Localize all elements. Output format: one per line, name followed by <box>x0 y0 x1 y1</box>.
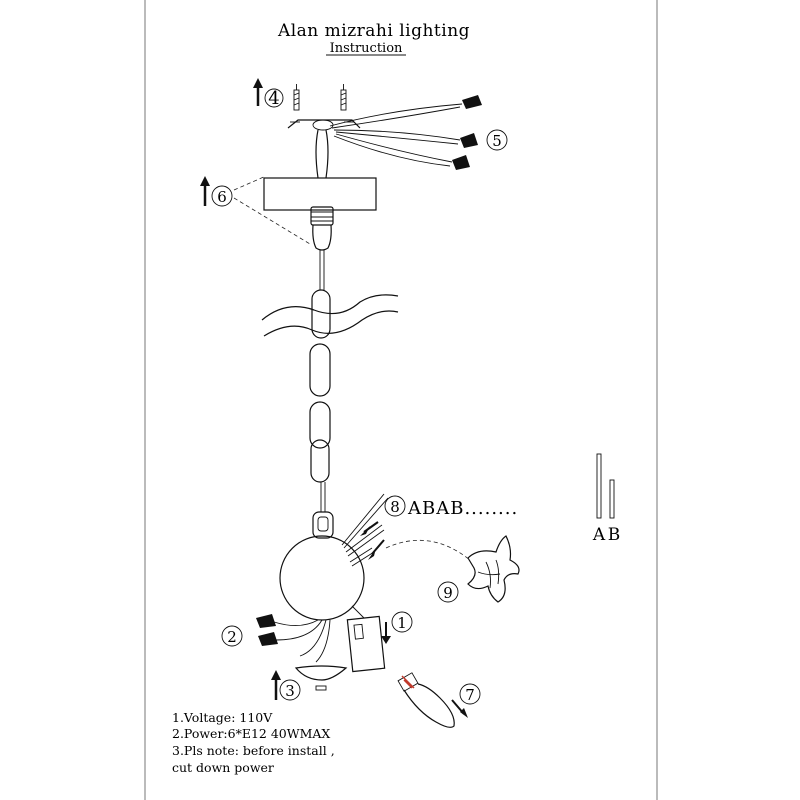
note-warning: 3.Pls note: before install , <box>172 743 335 758</box>
ceiling-wires <box>329 103 463 167</box>
rod-legend: A B <box>592 453 621 545</box>
step-8-number: 8 <box>390 498 400 516</box>
screw-icon <box>293 84 300 111</box>
step-3-number: 3 <box>285 682 295 700</box>
bulb-socket <box>346 605 386 673</box>
wire-connector-icon <box>256 614 276 628</box>
step-8: 8 ABAB........ <box>360 495 518 560</box>
flower-leader <box>385 539 471 561</box>
step-1-number: 1 <box>397 614 407 632</box>
mounting-bracket <box>287 119 361 179</box>
step-1: 1 <box>381 611 413 644</box>
sequence-pattern: ABAB........ <box>407 498 518 519</box>
note-voltage: 1.Voltage: 110V <box>172 710 273 725</box>
step-7-number: 7 <box>465 686 475 704</box>
branch-arms <box>341 493 389 567</box>
step-4-number: 4 <box>268 88 279 109</box>
up-arrow-icon <box>271 670 281 700</box>
note-warning-cont: cut down power <box>172 760 274 775</box>
step-9: 9 <box>437 581 459 603</box>
step-4: 4 <box>253 78 347 111</box>
chain-icon <box>309 250 331 512</box>
center-sphere <box>279 535 365 621</box>
step-7: 7 <box>451 683 481 718</box>
wire-connector-icon <box>452 155 470 170</box>
break-line <box>263 310 399 337</box>
step-2-number: 2 <box>227 628 237 646</box>
wire-connector-icon <box>462 95 482 109</box>
step-5-number: 5 <box>492 132 502 150</box>
flower-icon <box>467 535 520 603</box>
note-power: 2.Power:6*E12 40WMAX <box>172 726 330 741</box>
legend-a: A <box>592 525 606 545</box>
break-line <box>261 294 399 321</box>
step-6-number: 6 <box>217 188 227 206</box>
step-9-number: 9 <box>443 584 453 602</box>
title: Alan mizrahi lighting <box>277 21 470 41</box>
subtitle: Instruction <box>330 41 403 56</box>
step-3: 3 <box>271 665 348 701</box>
step-6: 6 <box>200 175 311 245</box>
bottom-wires <box>273 619 331 663</box>
bulb-icon <box>397 672 455 728</box>
canopy <box>263 177 377 211</box>
step-5: 5 <box>452 95 508 170</box>
up-arrow-icon <box>200 176 210 206</box>
wire-connector-icon <box>258 632 278 646</box>
step-2: 2 <box>221 614 278 647</box>
wire-connector-icon <box>460 133 478 148</box>
hanging-loop <box>312 511 334 539</box>
screw-icon <box>340 84 347 111</box>
up-arrow-icon <box>253 78 263 106</box>
canopy-socket <box>310 206 334 251</box>
legend-b: B <box>608 525 621 545</box>
